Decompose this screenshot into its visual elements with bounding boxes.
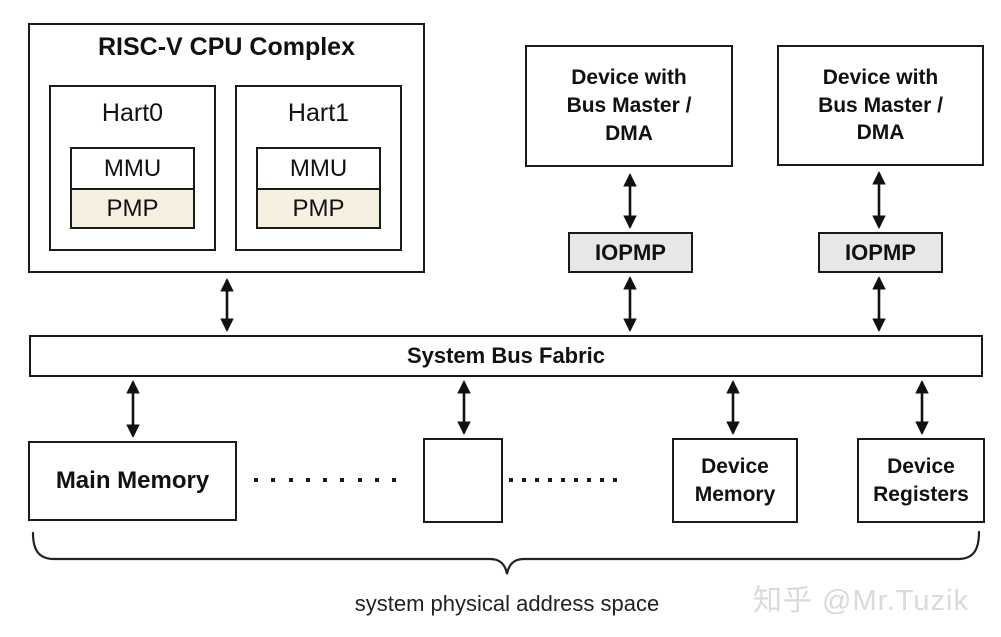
main-memory-box: Main Memory	[28, 441, 237, 521]
hart0-mmu-cell: MMU	[72, 149, 193, 190]
ellipsis-dots-left	[254, 477, 396, 483]
hart1-label: Hart1	[287, 99, 350, 127]
iopmp-1-box: IOPMP	[568, 232, 693, 273]
address-space-caption: system physical address space	[354, 591, 660, 616]
hart1-mmu-cell: MMU	[258, 149, 379, 190]
unnamed-memory-box	[423, 438, 503, 523]
device-memory-box: Device Memory	[672, 438, 798, 523]
dma-device-2-box: Device with Bus Master / DMA	[777, 45, 984, 166]
system-bus-fabric-bar: System Bus Fabric	[29, 335, 983, 377]
hart1-pmp-cell: PMP	[258, 190, 379, 227]
hart1-mmu-pmp-stack: MMU PMP	[256, 147, 381, 229]
zhihu-watermark: 知乎 @Mr.Tuzik	[753, 585, 969, 617]
device-registers-box: Device Registers	[857, 438, 985, 523]
cpu-complex-title: RISC-V CPU Complex	[98, 33, 355, 61]
address-space-brace	[31, 530, 981, 575]
hart0-pmp-cell: PMP	[72, 190, 193, 227]
dma-device-1-box: Device with Bus Master / DMA	[525, 45, 733, 167]
ellipsis-dots-right	[509, 477, 617, 483]
hart0-mmu-pmp-stack: MMU PMP	[70, 147, 195, 229]
hart0-label: Hart0	[101, 99, 164, 127]
iopmp-2-box: IOPMP	[818, 232, 943, 273]
